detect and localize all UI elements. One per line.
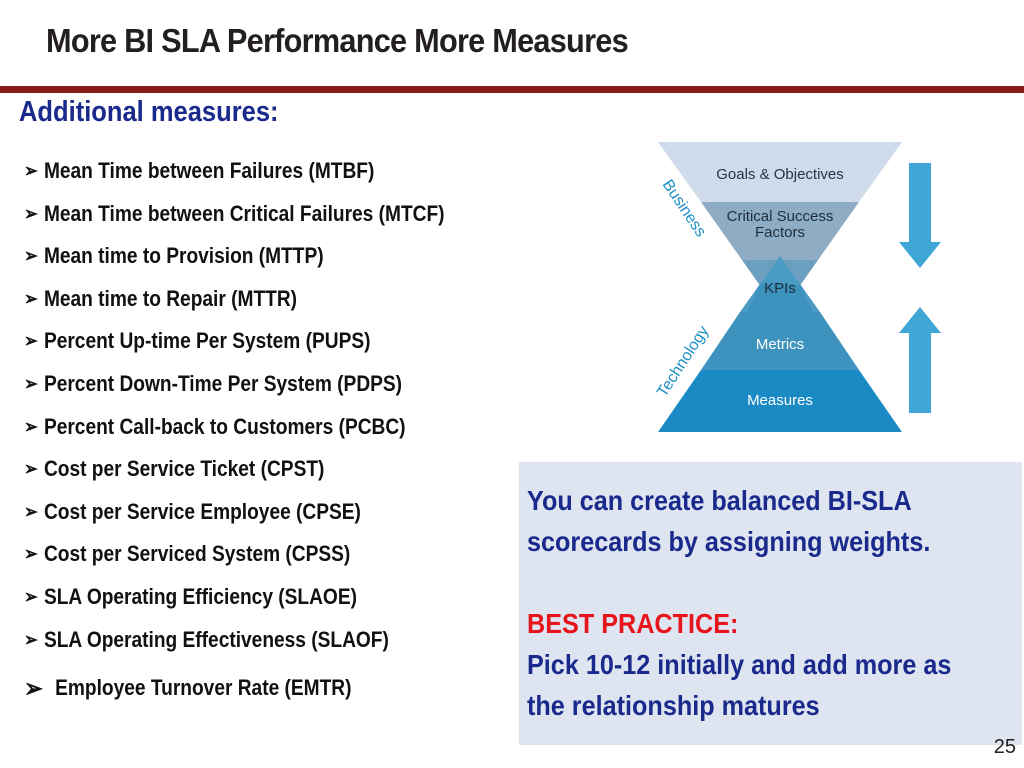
list-item: ➢ Percent Up-time Per System (PUPS) [24,324,370,358]
best-practice-callout: You can create balanced BI-SLA scorecard… [519,462,1022,745]
arrow-bullet-icon: ➢ [24,416,38,438]
csf-label-line1: Critical Success [727,208,834,225]
callout-line-3: Pick 10-12 initially and add more as [527,649,952,680]
list-item: ➢ Mean time to Repair (MTTR) [24,282,297,316]
page-number: 25 [993,736,1016,758]
measure-label: Mean time to Provision (MTTP) [43,243,324,268]
measure-label: Mean Time between Critical Failures (MTC… [43,201,445,226]
list-item: ➢ Percent Down-Time Per System (PDPS) [24,367,402,401]
measure-label: Employee Turnover Rate (EMTR) [55,675,352,700]
measure-label: Percent Down-Time Per System (PDPS) [43,371,403,396]
kpis-label: KPIs [764,280,796,297]
arrow-bullet-icon: ➢ [24,629,38,651]
list-item: ➢ Cost per Serviced System (CPSS) [24,537,350,571]
goals-label: Goals & Objectives [716,166,844,183]
arrow-bullet-icon: ➢ [24,160,38,182]
arrow-bullet-icon: ➢ [24,586,38,608]
section-heading: Additional measures: [19,96,279,128]
list-item: ➢ SLA Operating Effectiveness (SLAOF) [24,623,389,657]
csf-label-line2: Factors [755,224,805,241]
measure-label: Percent Call-back to Customers (PCBC) [43,414,406,439]
arrow-bullet-icon: ➢ [24,203,38,225]
arrow-bullet-icon: ➢ [24,458,38,480]
best-practice-label: BEST PRACTICE: [527,608,739,639]
metrics-band-fill [701,312,859,370]
list-item: ➢ Mean Time between Critical Failures (M… [24,197,445,231]
measure-label: Cost per Service Ticket (CPST) [43,456,325,481]
csf-band [701,202,859,260]
list-item: ➢ Mean Time between Failures (MTBF) [24,154,374,188]
callout-spacer [527,562,1024,603]
down-arrow-icon [899,163,941,268]
list-item: ➢ Employee Turnover Rate (EMTR) [24,671,352,705]
measure-label: SLA Operating Efficiency (SLAOE) [43,584,357,609]
title-divider [0,86,1024,93]
measure-label: Cost per Service Employee (CPSE) [43,499,361,524]
measure-label: SLA Operating Effectiveness (SLAOF) [43,627,389,652]
measure-label: Mean time to Repair (MTTR) [43,286,298,311]
measures-hierarchy-diagram: Goals & Objectives Critical Success Fact… [640,136,960,436]
arrow-bullet-icon: ➢ [24,501,38,523]
list-item: ➢ Cost per Service Ticket (CPST) [24,452,324,486]
measure-label: Cost per Serviced System (CPSS) [43,541,351,566]
hourglass-diagram: Goals & Objectives Critical Success Fact… [654,142,941,432]
goals-band [658,142,902,202]
list-item: ➢ Cost per Service Employee (CPSE) [24,495,361,529]
callout-line-4: the relationship matures [527,690,820,721]
metrics-label: Metrics [756,336,804,353]
callout-line-2: scorecards by assigning weights. [527,526,931,557]
measure-label: Percent Up-time Per System (PUPS) [43,328,371,353]
list-item: ➢ SLA Operating Efficiency (SLAOE) [24,580,357,614]
arrow-bullet-icon: ➢ [24,330,38,352]
arrow-bullet-icon: ➢ [24,288,38,310]
up-arrow-icon [899,307,941,413]
measures-label: Measures [747,392,813,409]
arrow-bullet-icon: ➢ [24,672,43,703]
slide-title: More BI SLA Performance More Measures [46,22,629,59]
arrow-bullet-icon: ➢ [24,373,38,395]
callout-line-1: You can create balanced BI-SLA [527,485,912,516]
arrow-bullet-icon: ➢ [24,245,38,267]
measure-label: Mean Time between Failures (MTBF) [43,158,375,183]
measures-band [658,370,902,432]
list-item: ➢ Mean time to Provision (MTTP) [24,239,324,273]
arrow-bullet-icon: ➢ [24,543,38,565]
list-item: ➢ Percent Call-back to Customers (PCBC) [24,410,406,444]
